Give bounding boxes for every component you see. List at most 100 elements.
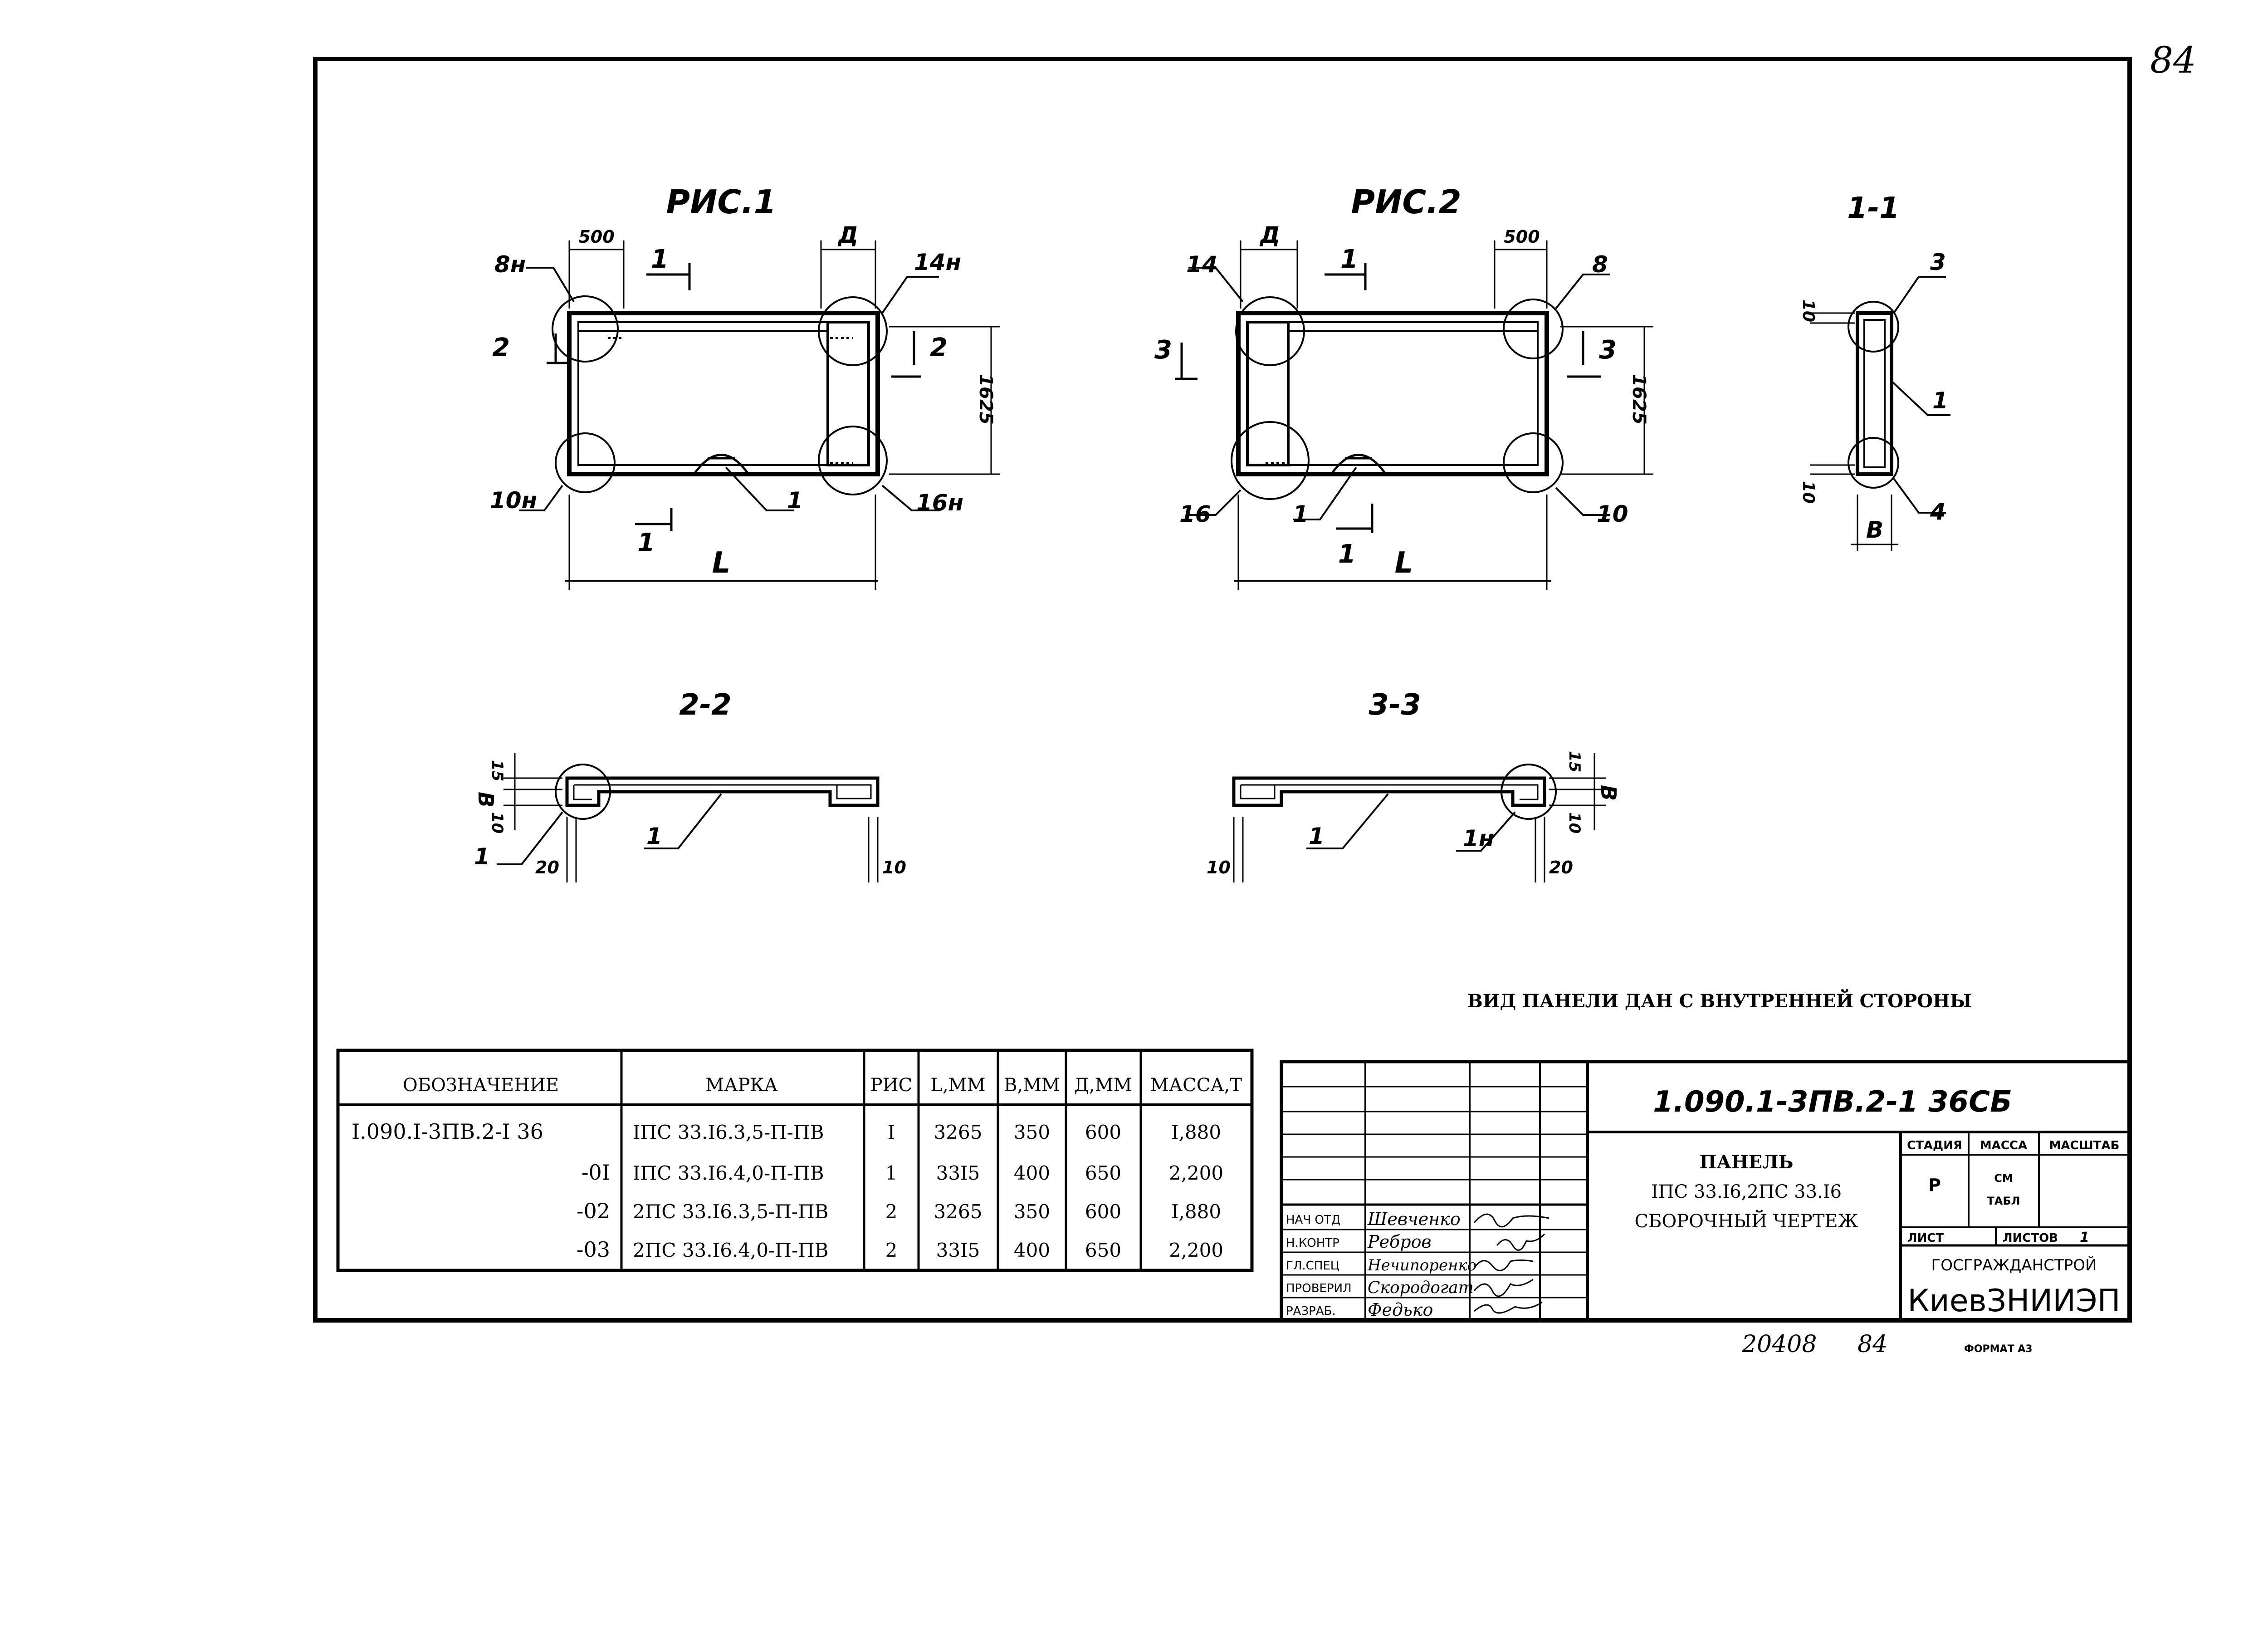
spec-r0-mark: IПС 33.I6.3,5-П-ПВ <box>633 1121 824 1143</box>
spec-r0-d: 600 <box>1085 1121 1121 1143</box>
fig2-cut-3-left <box>1175 343 1198 380</box>
sec33-label-1: 1 <box>1309 823 1325 849</box>
sec11-dim-b: В <box>1866 517 1883 543</box>
sec11-leader-3 <box>1893 276 1946 314</box>
fig2-dim-h: 1625 <box>1628 374 1649 424</box>
spec-r1-mark: IПС 33.I6.4,0-П-ПВ <box>633 1162 824 1184</box>
spec-r0-designation: I.090.I-3ПВ.2-I 36 <box>352 1119 543 1144</box>
spec-r1-mass: 2,200 <box>1169 1162 1223 1184</box>
spec-r1-b: 400 <box>1014 1162 1050 1184</box>
table-row: -02 2ПС 33.I6.3,5-П-ПВ 2 3265 350 600 I,… <box>577 1199 1221 1223</box>
fig1-label-14n: 14н <box>914 249 961 275</box>
sec11-label-4: 4 <box>1930 499 1946 525</box>
fig2-cut-3-left-label: 3 <box>1154 335 1172 365</box>
fig2-cut-3-right <box>1567 331 1601 378</box>
tb-signature-3 <box>1473 1279 1534 1297</box>
spec-r3-d: 650 <box>1085 1239 1121 1261</box>
tb-role-2: ГЛ.СПЕЦ <box>1286 1259 1339 1273</box>
sheet-frame <box>313 57 2132 1323</box>
spec-r3-b: 400 <box>1014 1239 1050 1261</box>
fig2-dim-d: Д <box>1259 222 1281 248</box>
fig1-cut-1-bot <box>635 508 673 531</box>
fig2-node-10 <box>1503 432 1564 493</box>
sec22-d10r: 10 <box>882 858 906 877</box>
spec-r3-designation: -03 <box>577 1237 610 1262</box>
tb-col-scale: МАСШТАБ <box>2049 1139 2120 1152</box>
tb-col-mass: МАССА <box>1980 1139 2027 1152</box>
fig1-leader-1 <box>725 466 794 511</box>
tb-sheet-label: ЛИСТ <box>1907 1231 1944 1245</box>
view-note: ВИД ПАНЕЛИ ДАН С ВНУТРЕННЕЙ СТОРОНЫ <box>1467 989 1972 1012</box>
spec-r3-mass: 2,200 <box>1169 1239 1223 1261</box>
fig2-leader-8 <box>1555 274 1610 309</box>
sec33-inner <box>1240 784 1539 800</box>
sec22-d15: 15 <box>488 760 506 781</box>
fig2-leader-14 <box>1188 267 1244 303</box>
fig1-dim-d: Д <box>837 222 859 248</box>
tb-col-stage: СТАДИЯ <box>1907 1139 1962 1152</box>
footer-inv: 20408 <box>1741 1331 1817 1358</box>
tb-signature-4 <box>1474 1301 1543 1314</box>
list-item: Н.КОНТР Ребров <box>1286 1232 1545 1252</box>
sec11-label-3: 3 <box>1930 249 1946 275</box>
fig2-label-10: 10 <box>1597 501 1628 527</box>
title-block-frame <box>1280 1060 2131 1322</box>
fig2-label-8: 8 <box>1592 251 1608 278</box>
fig1-label-8n: 8н <box>494 251 526 278</box>
fig2-dim-top: 500 <box>1504 227 1540 247</box>
fig2-cut-1-top-label: 1 <box>1340 245 1358 274</box>
sec33-d15: 15 <box>1565 751 1584 772</box>
table-row: -0I IПС 33.I6.4,0-П-ПВ 1 33I5 400 650 2,… <box>582 1160 1223 1185</box>
section-2-2: 2-2 15 В 10 20 10 1 1 <box>474 688 906 882</box>
sec11-inner <box>1863 319 1886 468</box>
spec-header-d: Д,ММ <box>1074 1075 1132 1096</box>
fig2-title: РИС.2 <box>1351 183 1461 221</box>
fig1-cut-1-top <box>646 263 691 290</box>
sec22-leader-1b <box>644 793 722 849</box>
fig2-label-16: 16 <box>1179 501 1211 527</box>
spec-r0-mass: I,880 <box>1171 1121 1221 1143</box>
tb-sheets-label: ЛИСТОВ <box>2003 1231 2058 1245</box>
tb-mass-line2: ТАБЛ <box>1987 1195 2020 1207</box>
tb-sheets-value: 1 <box>2080 1230 2089 1245</box>
sec11-leader-1 <box>1891 380 1950 416</box>
sec11-node-4 <box>1848 437 1899 489</box>
sec11-d10b: 10 <box>1799 481 1818 504</box>
sec33-node <box>1501 764 1557 820</box>
corner-note: 84 <box>2150 39 2196 81</box>
fig1-label-16n: 16н <box>916 490 963 516</box>
table-row: -03 2ПС 33.I6.4,0-П-ПВ 2 33I5 400 650 2,… <box>577 1237 1223 1262</box>
sec11-title: 1-1 <box>1847 191 1900 225</box>
fig2-cut-1-bot <box>1336 504 1374 533</box>
sec22-label-1b: 1 <box>646 823 662 849</box>
sec22-inner <box>573 784 872 800</box>
tb-org-line2: КиевЗНИИЭП <box>1907 1283 2120 1319</box>
fig2-leader-10 <box>1555 487 1610 516</box>
sec22-d-b: В <box>474 792 498 808</box>
footer-page: 84 <box>1857 1331 1887 1358</box>
sec33-label-1n: 1н <box>1463 825 1494 852</box>
spec-r3-fig: 2 <box>885 1239 898 1261</box>
spec-header-mass: МАССА,Т <box>1150 1075 1242 1096</box>
spec-r0-fig: I <box>888 1121 895 1143</box>
spec-r2-designation: -02 <box>577 1199 610 1223</box>
fig2-label-14: 14 <box>1186 251 1218 278</box>
sec11-node-3 <box>1848 301 1899 353</box>
spec-header-l: L,ММ <box>930 1075 985 1096</box>
list-item: ПРОВЕРИЛ Скородогат <box>1286 1279 1534 1297</box>
fig2-leader-1 <box>1293 466 1357 520</box>
spec-r2-d: 600 <box>1085 1201 1121 1223</box>
fig1-lifting-loop <box>693 454 750 475</box>
sec33-profile <box>1232 776 1546 807</box>
spec-r0-b: 350 <box>1014 1121 1050 1143</box>
fig1-node-10n <box>555 432 616 493</box>
spec-r1-d: 650 <box>1085 1162 1121 1184</box>
fig1-node-14n <box>818 296 888 366</box>
fig2-lifting-loop <box>1330 454 1387 475</box>
fig1-cut-2-right-label: 2 <box>930 333 948 363</box>
list-item: РАЗРАБ. Федько <box>1286 1300 1543 1320</box>
title-block: НАЧ ОТД Шевченко Н.КОНТР Ребров ГЛ.СПЕЦ … <box>1280 1060 2131 1322</box>
tb-name-0: Шевченко <box>1367 1209 1461 1229</box>
sec11-profile <box>1856 311 1893 476</box>
